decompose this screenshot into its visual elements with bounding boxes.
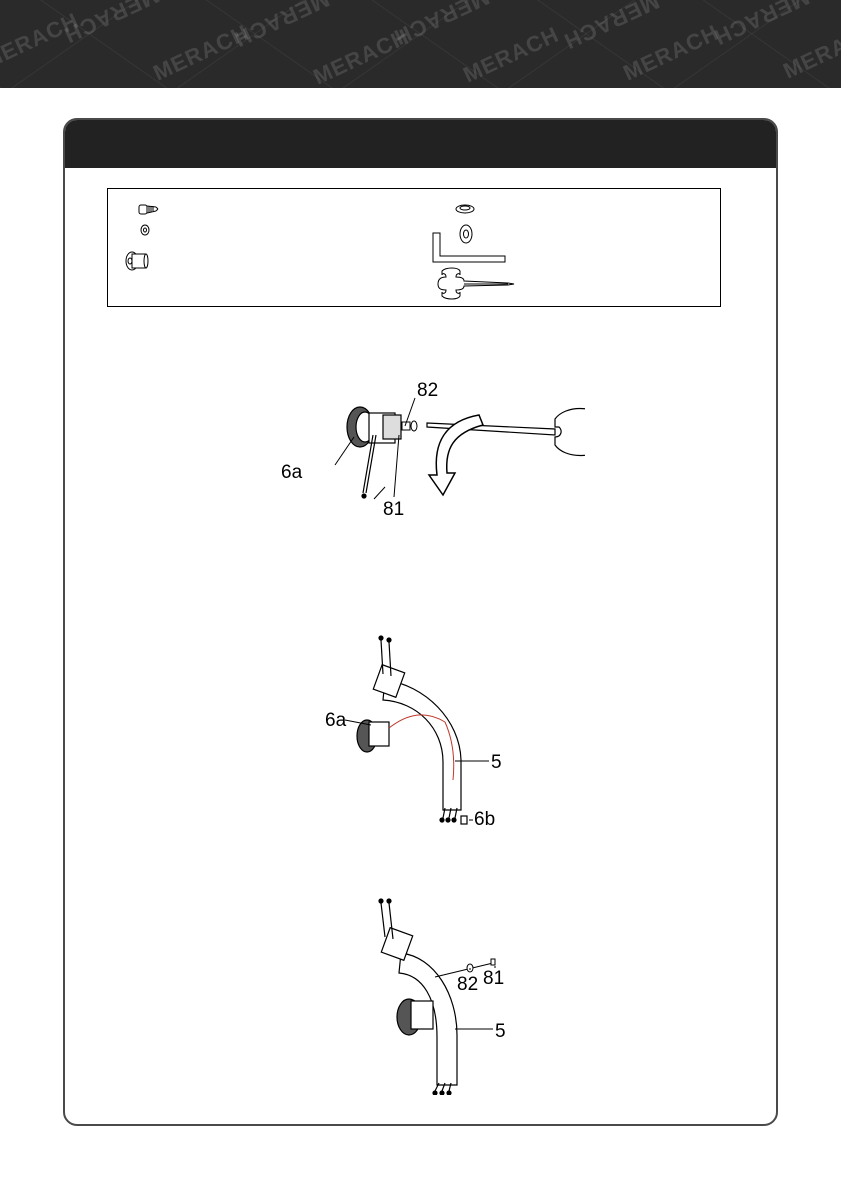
flat-washer-icon — [456, 205, 474, 213]
step2-diagram — [345, 630, 515, 830]
hardware-parts-box — [107, 188, 721, 307]
step1-diagram: 6a — [265, 375, 585, 525]
watermark-logo: MERACH — [389, 0, 493, 50]
multi-wrench-icon — [438, 268, 514, 299]
watermark-logo: MERACH — [559, 0, 663, 54]
screw-icon — [139, 205, 158, 214]
watermark-logo: MERACH — [229, 0, 333, 52]
washer-82 — [467, 964, 473, 972]
post-tube-5 — [379, 899, 457, 1095]
instruction-frame: 6a 82 6a 81 — [63, 118, 778, 1126]
label-6a: 6a — [325, 710, 347, 731]
watermark-logo: MERACH — [459, 22, 563, 88]
top-banner: MERACH MERACH MERACH MERACH MERACH MERAC… — [0, 0, 841, 88]
watermark-logo: MERACH — [59, 0, 163, 48]
watermark-logo: MERACH — [619, 20, 723, 87]
watermark-logo: MERACH — [709, 0, 813, 50]
tension-knob-6a — [357, 720, 389, 752]
frame-header — [65, 120, 776, 168]
curved-washer-icon — [460, 225, 472, 243]
step3-diagram — [365, 895, 535, 1095]
button-bolt-icon — [126, 252, 148, 270]
screw-81 — [491, 959, 495, 965]
small-washer-icon — [141, 225, 149, 235]
watermark-logo: MERACH — [779, 18, 841, 85]
tension-knob-6a — [397, 999, 433, 1035]
